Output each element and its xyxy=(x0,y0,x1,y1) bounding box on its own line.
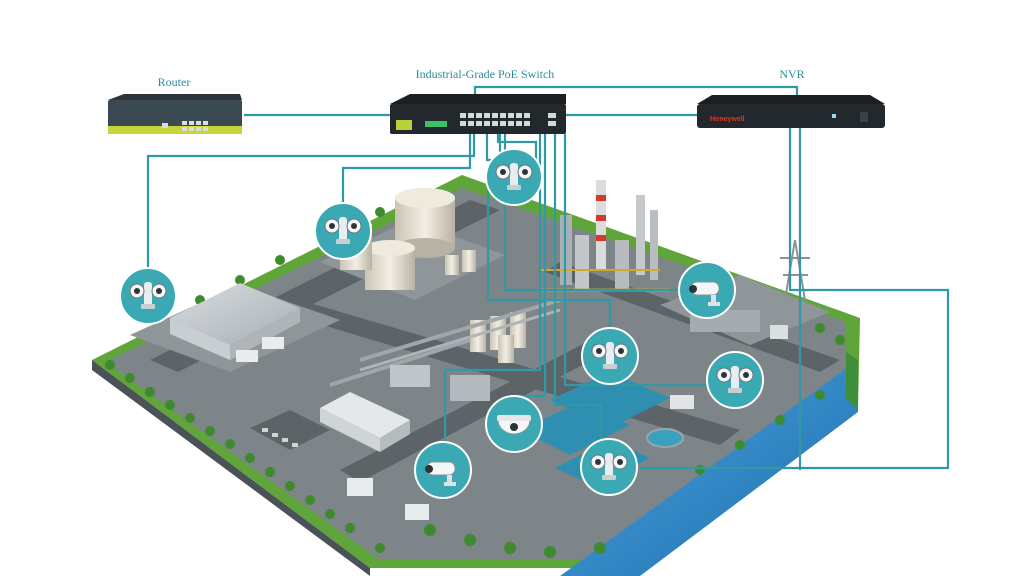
road xyxy=(340,330,630,482)
bullet-camera-badge xyxy=(678,261,736,319)
dome-camera-badge xyxy=(485,395,543,453)
router-label: Router xyxy=(157,75,191,89)
router-device xyxy=(108,94,242,134)
office-building xyxy=(320,392,410,452)
nvr-label: NVR xyxy=(779,67,805,81)
nvr-device: Honeywell xyxy=(697,95,885,128)
refinery xyxy=(540,180,670,292)
ptz-camera-icon xyxy=(495,163,533,190)
gatehouse xyxy=(347,395,694,520)
ptz-camera-badge xyxy=(314,202,372,260)
ptz-camera-icon xyxy=(324,217,362,244)
ptz-camera-badge xyxy=(580,438,638,496)
warehouse xyxy=(170,283,300,362)
tree-row xyxy=(105,207,845,558)
ptz-camera-badge xyxy=(581,327,639,385)
cable-ptz-1 xyxy=(146,134,476,270)
dome-camera-icon xyxy=(497,415,531,435)
ptz-camera-badge xyxy=(485,148,543,206)
ptz-camera-icon xyxy=(716,366,754,393)
network-cables xyxy=(146,85,950,470)
process-area xyxy=(329,298,561,401)
ptz-camera-badge xyxy=(706,351,764,409)
bullet-camera-badge xyxy=(414,441,472,499)
camera-badges xyxy=(119,148,764,499)
switch-label: Industrial-Grade PoE Switch xyxy=(415,67,555,81)
ptz-camera-icon xyxy=(591,342,629,369)
ptz-camera-icon xyxy=(129,282,167,309)
ptz-camera-icon xyxy=(590,453,628,480)
ptz-camera-badge xyxy=(119,267,177,325)
bullet-camera-icon xyxy=(689,281,720,306)
bullet-camera-icon xyxy=(425,461,456,486)
nvr-brand-logo: Honeywell xyxy=(710,116,745,123)
switch-nvr-uplink xyxy=(473,85,799,100)
parking-lot xyxy=(250,410,330,450)
poe-switch-device xyxy=(390,94,566,134)
